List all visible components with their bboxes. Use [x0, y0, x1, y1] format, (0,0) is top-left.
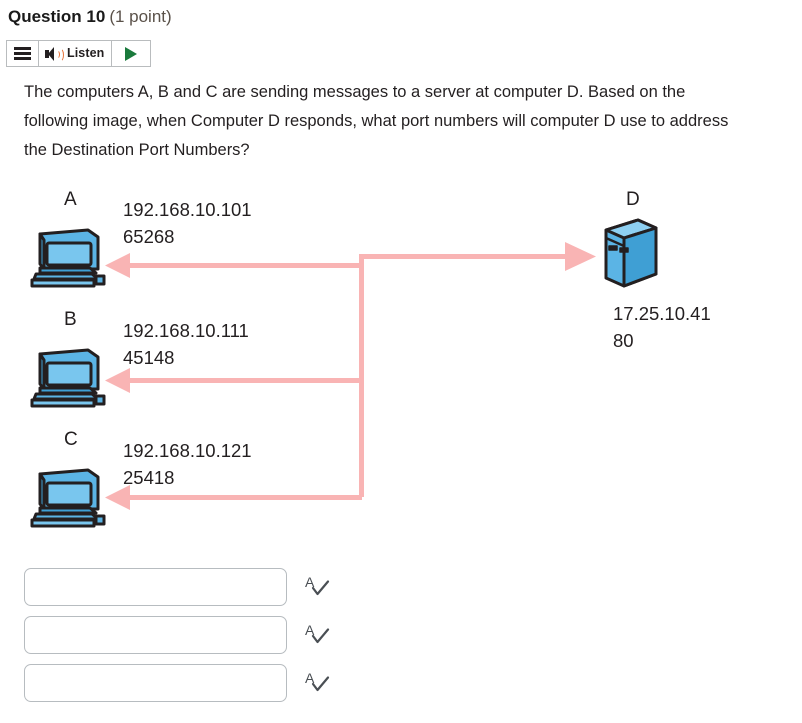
spellcheck-icon[interactable]: A — [304, 670, 330, 696]
desktop-computer-icon — [30, 224, 108, 290]
answer-input-1[interactable] — [24, 568, 287, 606]
question-title: Question 10 — [8, 7, 106, 26]
arrow-connectors — [105, 242, 596, 510]
branch-line-to-c — [124, 495, 362, 500]
answer-input-2[interactable] — [24, 616, 287, 654]
speaker-icon — [45, 46, 64, 62]
node-ip-c: 192.168.10.121 — [123, 440, 252, 461]
hamburger-menu-icon — [14, 47, 31, 60]
answer-input-3[interactable] — [24, 664, 287, 702]
question-header: Question 10(1 point) — [8, 6, 172, 28]
node-address-c: 192.168.10.121 25418 — [123, 437, 252, 491]
listen-button-label: Listen — [67, 46, 105, 61]
branch-line-to-a — [124, 263, 362, 268]
spellcheck-icon[interactable]: A — [304, 574, 330, 600]
question-body-text: The computers A, B and C are sending mes… — [24, 83, 729, 159]
node-port-a: 65268 — [123, 226, 175, 247]
arrowhead-to-d — [565, 242, 596, 271]
node-label-d: D — [626, 189, 640, 210]
node-ip-d: 17.25.10.41 — [613, 303, 711, 324]
play-button[interactable] — [112, 41, 151, 66]
answer-row: A — [24, 568, 330, 606]
node-address-b: 192.168.10.111 45148 — [123, 317, 249, 371]
network-diagram: A 192.168.10.101 65268 B 192.168.10.111 … — [0, 176, 802, 546]
desktop-computer-icon — [30, 344, 108, 410]
node-address-d: 17.25.10.41 80 — [613, 300, 711, 354]
readspeaker-menu-button[interactable] — [7, 41, 39, 66]
question-points: (1 point) — [109, 7, 172, 26]
node-label-b: B — [64, 309, 77, 330]
arrowhead-to-b — [105, 368, 130, 393]
answer-row: A — [24, 616, 330, 654]
node-ip-a: 192.168.10.101 — [123, 199, 252, 220]
server-tower-icon — [600, 216, 662, 288]
node-address-a: 192.168.10.101 65268 — [123, 196, 252, 250]
arrowhead-to-c — [105, 485, 130, 510]
node-label-c: C — [64, 429, 78, 450]
play-triangle-icon — [125, 46, 138, 61]
node-ip-b: 192.168.10.111 — [123, 320, 249, 341]
node-port-d: 80 — [613, 330, 634, 351]
branch-line-to-d — [359, 254, 571, 259]
read-speaker-toolbar: Listen — [6, 40, 152, 67]
trunk-vertical-line — [359, 254, 364, 497]
node-port-c: 25418 — [123, 467, 175, 488]
spellcheck-icon[interactable]: A — [304, 622, 330, 648]
listen-button[interactable]: Listen — [39, 41, 113, 66]
branch-line-to-b — [124, 378, 362, 383]
node-port-b: 45148 — [123, 347, 175, 368]
answer-row: A — [24, 664, 330, 702]
desktop-computer-icon — [30, 464, 108, 530]
svg-text:A: A — [305, 622, 315, 638]
svg-text:A: A — [305, 574, 315, 590]
arrowhead-to-a — [105, 253, 130, 278]
node-label-a: A — [64, 189, 77, 210]
svg-text:A: A — [305, 670, 315, 686]
